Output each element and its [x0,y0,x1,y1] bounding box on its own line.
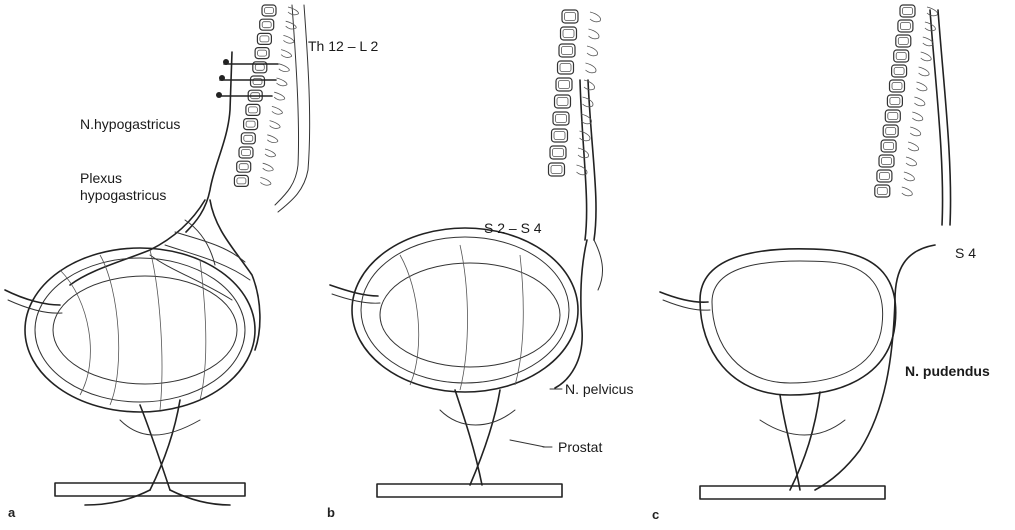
nerve-label-c: N. pudendus [905,363,990,380]
urethra-c [760,392,845,490]
spine-c [875,5,951,225]
base-plate-c [700,486,885,499]
segment-label-a: Th 12 – L 2 [308,38,378,55]
segment-label-c: S 4 [955,245,976,262]
plexus-label-line2: hypogastricus [80,187,166,204]
base-plate-b [377,484,562,497]
prostate-label-b: Prostat [558,439,602,456]
prostate-a [85,400,230,505]
nerve-label-a: N.hypogastricus [80,116,180,133]
nerve-label-b: N. pelvicus [565,381,633,398]
segment-label-b: S 2 – S 4 [484,220,542,237]
panel-letter-b: b [327,505,335,520]
pelvic-nerve-b [555,240,603,388]
panel-a [5,5,310,505]
prostate-b [440,390,545,485]
spine-b [549,10,601,240]
panel-letter-c: c [652,507,659,522]
panel-c [660,5,951,499]
panel-b [330,10,603,497]
bladder-b [330,228,578,392]
plexus-label-line1: Plexus [80,170,122,187]
bladder-a [5,248,255,412]
bladder-c [660,249,896,395]
panel-letter-a: a [8,505,15,520]
spine-a [234,5,309,212]
